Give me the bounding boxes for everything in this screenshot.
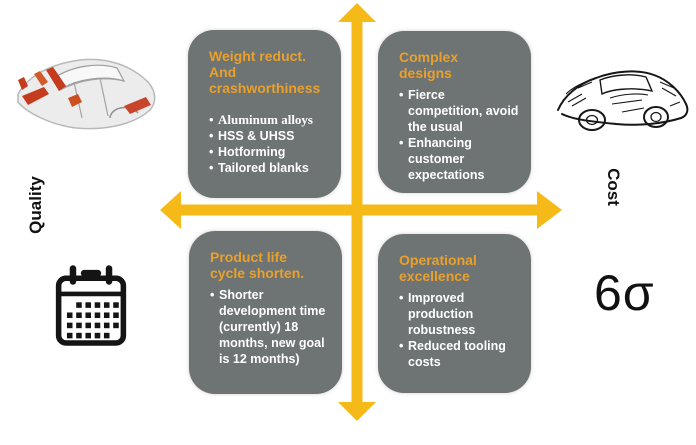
bullet-list: Fierce competition, avoid the usual Enha… — [399, 87, 519, 183]
quadrant-box-complex-designs: Complex designs Fierce competition, avoi… — [378, 31, 531, 193]
bullet-list: Improved production robustness Reduced t… — [399, 290, 519, 370]
quadrant-title: Product life cycle shorten. — [210, 249, 305, 282]
car-sketch-image — [557, 70, 689, 131]
quadrant-title: Complex designs — [399, 49, 459, 82]
quadrant-box-weight-reduction: Weight reduct. And crashworthiness Alumi… — [188, 30, 341, 198]
horizontal-axis-arrow — [160, 191, 562, 229]
bullet-list: Shorter development time (currently) 18 … — [210, 287, 330, 367]
bullet-item: Improved production robustness — [399, 290, 519, 338]
bullet-item: Hotforming — [209, 144, 329, 160]
bullet-item: Shorter development time (currently) 18 … — [210, 287, 330, 367]
cost-axis-label: Cost — [604, 168, 623, 206]
bullet-list: Aluminum alloys HSS & UHSS Hotforming Ta… — [209, 112, 329, 177]
quadrant-title: Operational excellence — [399, 252, 477, 285]
bullet-item: Fierce competition, avoid the usual — [399, 87, 519, 135]
bullet-item: Reduced tooling costs — [399, 338, 519, 370]
quadrant-box-operational-excellence: Operational excellence Improved producti… — [378, 234, 531, 393]
bullet-item: Enhancing customer expectations — [399, 135, 519, 183]
bullet-item: Aluminum alloys — [209, 112, 329, 129]
bullet-item: Tailored blanks — [209, 160, 329, 176]
quadrant-title: Weight reduct. And crashworthiness — [209, 48, 321, 97]
car-body-image — [17, 58, 156, 130]
calendar-icon — [55, 265, 127, 346]
bullet-item: HSS & UHSS — [209, 128, 329, 144]
quality-axis-label: Quality — [26, 176, 45, 234]
six-sigma-symbol: 6σ — [594, 265, 655, 321]
quadrant-box-product-life-cycle: Product life cycle shorten. Shorter deve… — [189, 231, 342, 394]
